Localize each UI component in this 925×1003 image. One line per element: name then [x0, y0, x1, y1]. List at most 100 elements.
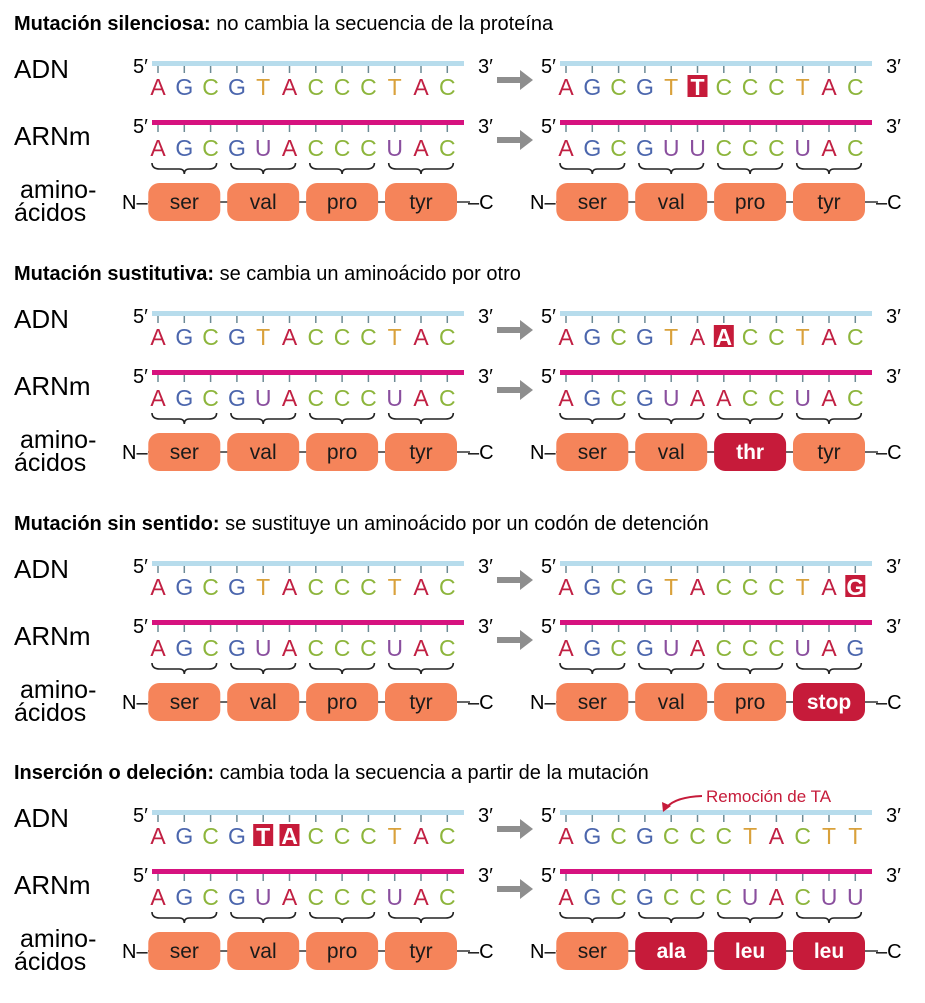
dna-base: C — [768, 74, 785, 100]
n-terminus-label: N– — [530, 442, 556, 464]
panel-title-rest: se sustituye un aminoácido por un codón … — [220, 513, 709, 535]
n-terminus-label: N– — [530, 692, 556, 714]
mrna-3prime-label: 3′ — [478, 616, 493, 638]
mrna-base: C — [307, 135, 324, 161]
amino-acid-label: pro — [327, 191, 357, 214]
row-label-amino-2: ácidos — [14, 948, 86, 976]
panel-title-rest: se cambia un aminoácido por otro — [214, 263, 521, 285]
amino-acid-pill — [306, 683, 379, 721]
amino-acid-pill — [556, 683, 629, 721]
mrna-base: C — [360, 635, 377, 661]
dna-base: C — [334, 324, 351, 350]
mrna-base: A — [821, 385, 837, 411]
mrna-base: A — [558, 135, 574, 161]
dna-base: T — [796, 324, 810, 350]
amino-acid-label: ser — [578, 441, 607, 464]
dna-base: A — [150, 823, 166, 849]
mrna-base: G — [228, 135, 246, 161]
codon-brace — [387, 412, 455, 425]
mrna-base: U — [386, 884, 403, 910]
n-terminus-label: N– — [122, 941, 148, 963]
mrna-base: U — [255, 135, 272, 161]
dna-strand-bar — [152, 61, 464, 66]
codon-brace — [151, 911, 218, 924]
amino-acid-pill — [793, 433, 865, 471]
amino-acid-label: tyr — [817, 191, 840, 214]
mrna-base: C — [768, 385, 785, 411]
codon-brace — [230, 662, 297, 675]
row-label-amino-2: ácidos — [14, 199, 86, 227]
dna-base: A — [821, 574, 837, 600]
dna-base: A — [413, 74, 429, 100]
amino-acid-pill — [714, 433, 787, 471]
row-label-mrna: ARNm — [14, 121, 91, 151]
n-terminus-label: N– — [530, 941, 556, 963]
amino-acid-label: tyr — [409, 441, 432, 464]
amino-acid-pill — [148, 183, 221, 221]
mrna-base: A — [282, 884, 298, 910]
dna-base: C — [847, 74, 864, 100]
panel-title-bold: Mutación sin sentido: — [14, 513, 220, 535]
mrna-base: C — [202, 135, 219, 161]
mrna-base: C — [847, 385, 864, 411]
dna-base: T — [796, 74, 810, 100]
n-terminus-label: N– — [122, 442, 148, 464]
dna-base: G — [175, 324, 193, 350]
mrna-base: C — [307, 385, 324, 411]
dna-base: C — [610, 74, 627, 100]
dna-base: T — [388, 324, 402, 350]
mrna-base: C — [202, 385, 219, 411]
dna-base: C — [334, 574, 351, 600]
mrna-5prime-label: 5′ — [541, 116, 556, 138]
panel-3: Mutación sin sentido: se sustituye un am… — [14, 513, 902, 727]
mrna-base: U — [663, 135, 680, 161]
mrna-base: U — [794, 135, 811, 161]
amino-acid-pill — [714, 683, 787, 721]
mrna-base: G — [228, 635, 246, 661]
dna-3prime-label: 3′ — [478, 56, 493, 78]
dna-base: C — [689, 823, 706, 849]
dna-5prime-label: 5′ — [541, 56, 556, 78]
dna-arrow — [497, 570, 533, 590]
mrna-base: C — [360, 884, 377, 910]
dna-base: T — [256, 324, 270, 350]
mrna-base: A — [150, 884, 166, 910]
amino-acid-label: pro — [735, 191, 765, 214]
dna-base: G — [636, 574, 654, 600]
mrna-base: A — [150, 385, 166, 411]
amino-acid-label: ser — [170, 940, 199, 963]
dna-base: T — [256, 574, 270, 600]
dna-base: G — [175, 74, 193, 100]
codon-brace — [559, 412, 626, 425]
dna-base: C — [610, 574, 627, 600]
mrna-base: U — [255, 385, 272, 411]
annotation-arrow-line — [666, 795, 703, 808]
mrna-arrow — [497, 130, 533, 150]
dna-3prime-label: 3′ — [478, 556, 493, 578]
amino-acid-label: ser — [170, 441, 199, 464]
dna-5prime-label: 5′ — [133, 805, 148, 827]
dna-base: T — [388, 574, 402, 600]
mrna-strand-bar — [560, 869, 872, 874]
mrna-3prime-label: 3′ — [886, 116, 901, 138]
mrna-base: A — [413, 884, 429, 910]
codon-brace — [309, 412, 376, 425]
dna-base: C — [768, 574, 785, 600]
dna-arrow — [497, 70, 533, 90]
dna-3prime-label: 3′ — [886, 805, 901, 827]
dna-5prime-label: 5′ — [541, 556, 556, 578]
c-terminus-label: –C — [468, 192, 494, 214]
dna-base: C — [202, 324, 219, 350]
dna-arrow — [497, 320, 533, 340]
mrna-arrow — [497, 879, 533, 899]
mrna-base: A — [413, 135, 429, 161]
row-label-dna: ADN — [14, 54, 69, 84]
mrna-5prime-label: 5′ — [133, 366, 148, 388]
amino-acid-pill — [227, 183, 300, 221]
mrna-base: C — [439, 385, 456, 411]
mrna-3prime-label: 3′ — [886, 616, 901, 638]
panel-4: Inserción o deleción: cambia toda la sec… — [14, 762, 902, 976]
mrna-base: G — [583, 635, 601, 661]
panel-title-bold: Mutación silenciosa: — [14, 13, 211, 35]
mrna-base: U — [386, 135, 403, 161]
